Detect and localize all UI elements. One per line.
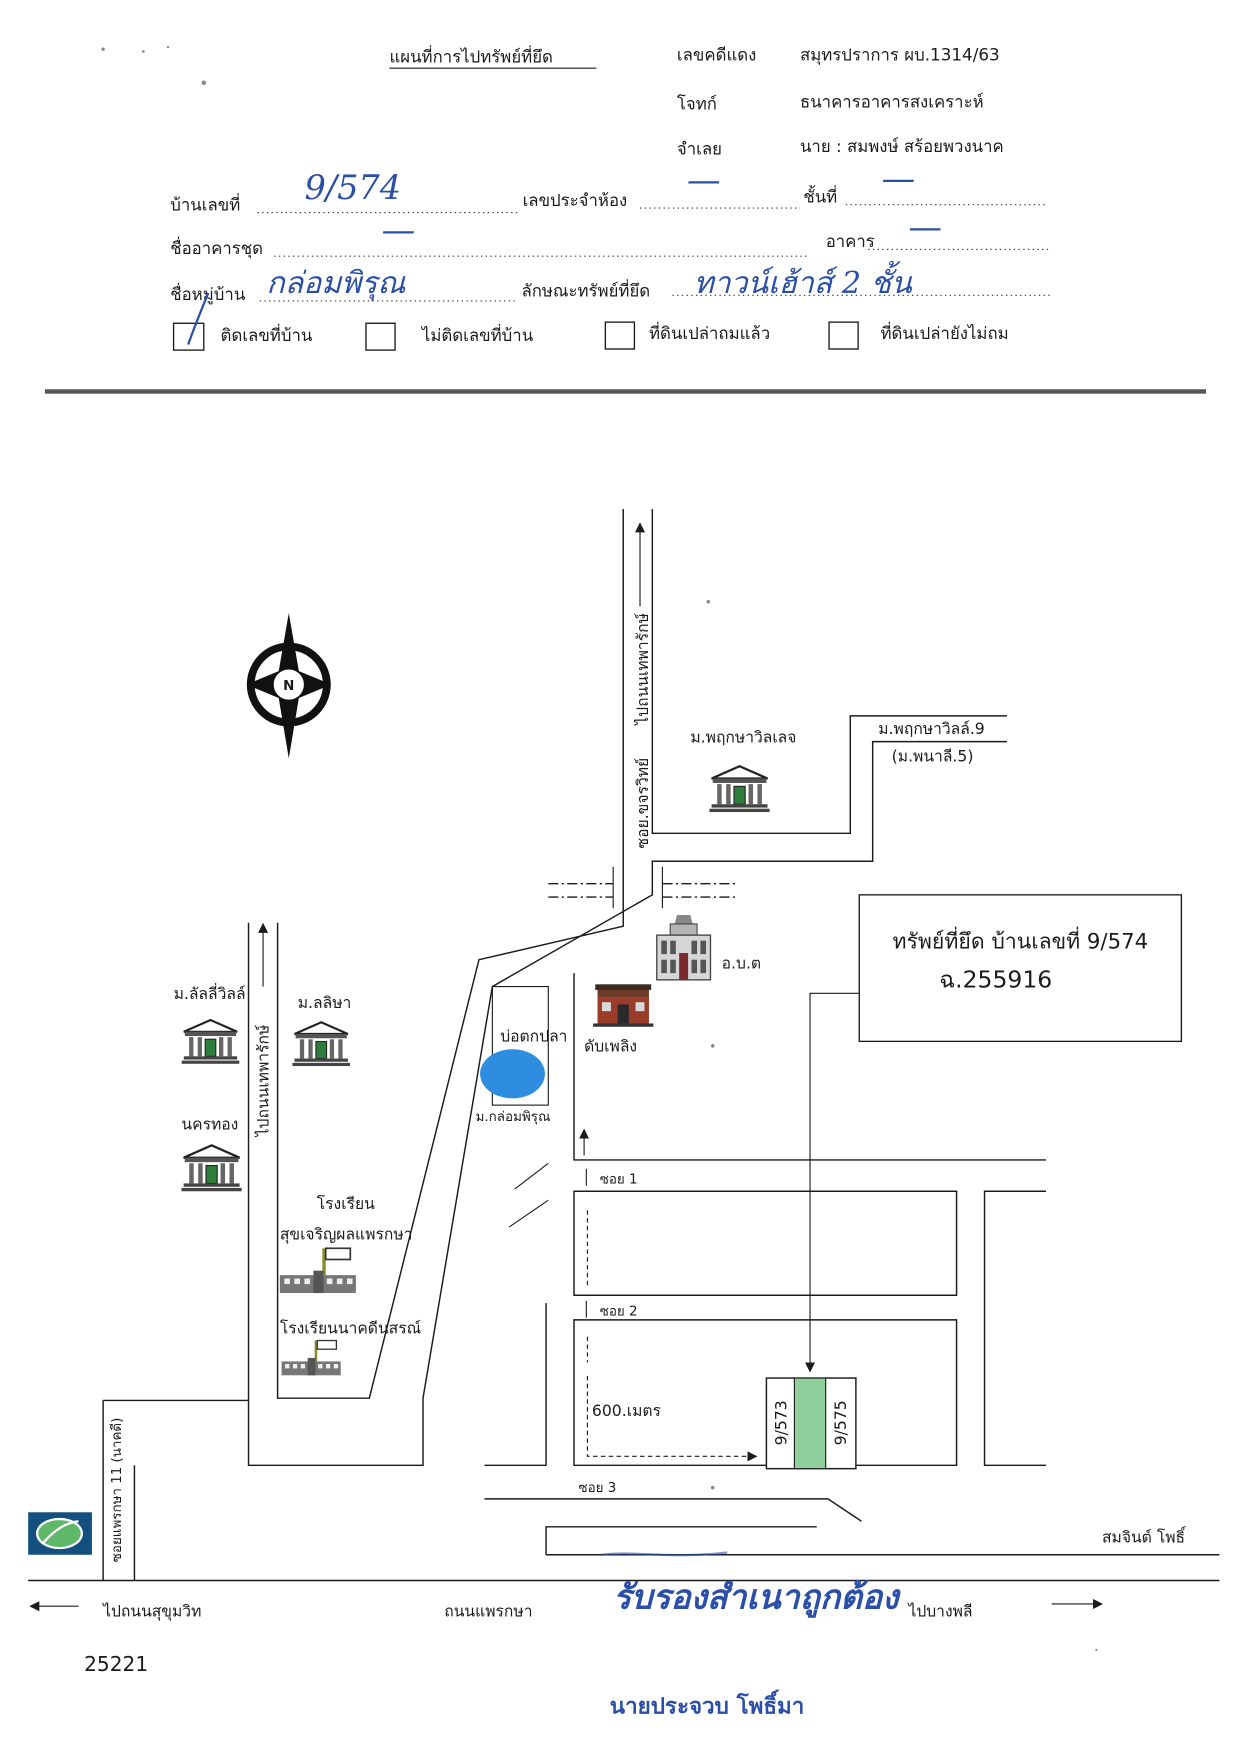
house-number-value: 9/574 [304, 168, 401, 207]
seized-property-deed: ฉ.255916 [939, 966, 1052, 994]
seized-property-pointer-arrow [805, 992, 860, 1373]
house-9-575-label: 9/575 [831, 1400, 850, 1445]
plaintiff-label: โจทก์ [677, 94, 717, 114]
soi-3-label: ซอย 3 [578, 1481, 616, 1496]
compass-rose-icon: N [246, 612, 332, 759]
distance-measure-line [586, 1375, 758, 1462]
property-type-label: ลักษณะทรัพย์ที่ยึด [521, 278, 650, 300]
to-thepharak-left-label: ไปถนนเทพารักษ์ [254, 1024, 273, 1138]
building-value: — [908, 207, 942, 246]
fire-station-label: ดับเพลิง [584, 1036, 637, 1055]
compass-north-letter: N [283, 679, 294, 694]
case-number-value: สมุทรปราการ ผบ.1314/63 [800, 44, 1000, 65]
seized-property-title: ทรัพย์ที่ยึด บ้านเลขที่ 9/574 [892, 927, 1148, 955]
lalisa-label: ม.ลลิษา [298, 993, 352, 1012]
distance-label: 600.เมตร [592, 1401, 661, 1420]
document-title: แผนที่การไปทรัพย์ที่ยึด [389, 45, 552, 67]
village-name-value: กล่อมพิรุณ [266, 266, 406, 301]
soi-praeksa-11-label: ซอยแพรกษา 11 (นาคดี) [109, 1418, 125, 1563]
case-number-label: เลขคดีแดง [677, 44, 756, 64]
seized-house-row: 9/573 9/575 [765, 1377, 857, 1470]
soi-khajonwit-label: ซอย.ขจรวิทย์ [633, 758, 652, 849]
road-junction-marks [508, 1162, 549, 1228]
crossing-ticks [612, 866, 663, 909]
floor-label: ชั้นที่ [803, 184, 837, 206]
defendant-label: จำเลย [677, 138, 722, 158]
sao-office-label: อ.บ.ต [722, 954, 761, 973]
klom-pirun-village-label: ม.กล่อมพิรุณ [476, 1110, 551, 1125]
property-form: บ้านเลขที่ 9/574 เลขประจำห้อง — ชั้นที่ … [170, 159, 1052, 351]
checkbox-label-filled-vacant-land: ที่ดินเปล่าถมแล้ว [649, 321, 770, 343]
block-east [983, 1190, 1047, 1467]
fishing-pond-label: บ่อตกปลา [500, 1026, 567, 1045]
signer-name: นายประจวบ โพธิ์มา [610, 1689, 804, 1720]
room-number-label: เลขประจำห้อง [523, 190, 628, 210]
to-thepharak-top-label: ไปถนนเทพารักษ์ [633, 613, 652, 727]
plaintiff-value: ธนาคารอาคารสงเคราะห์ [800, 91, 984, 111]
lanlee-ville-label: ม.ลัลลี่วิลล์ [174, 982, 246, 1003]
document-number: 25221 [84, 1652, 148, 1676]
checkbox-no-house-number [365, 322, 396, 351]
condo-name-label: ชื่ออาคารชุด [170, 236, 263, 259]
scan-noise [101, 45, 1098, 1651]
room-number-value: — [687, 160, 721, 199]
document-footer: รับรองสำเนาถูกต้อง 25221 นายประจวบ โพธิ์… [84, 1551, 901, 1720]
block-between-soi-2-and-3 [573, 1319, 958, 1467]
pruksa-ville-9-label: ม.พฤกษาวิลล์.9 [878, 719, 985, 738]
to-bangphli-label: ไปบางพลี [906, 1601, 972, 1620]
school-2-label: โรงเรียนนาคดีนสรณ์ [280, 1318, 421, 1337]
floor-value: — [882, 159, 916, 198]
praeksa-road-label: ถนนแพรกษา [444, 1601, 532, 1620]
bank-logo-icon [28, 1512, 92, 1555]
seized-property-box [858, 894, 1183, 1043]
house-9-573-label: 9/573 [772, 1400, 791, 1445]
block-between-soi-1-and-2 [573, 1190, 958, 1297]
defendant-value: นาย : สมพงษ์ สร้อยพวงนาค [800, 136, 1004, 156]
school-1-label: สุขเจริญผลแพรกษา [280, 1224, 413, 1244]
condo-name-value: — [382, 211, 416, 250]
building-label: อาคาร [826, 231, 875, 251]
fishing-pond-water [480, 1049, 545, 1099]
somjin-label: สมจินต์ โพธิ์ [1102, 1525, 1187, 1546]
klom-pirun-village-boundary [491, 985, 549, 1106]
panalee-5-label: (ม.พนาลี.5) [892, 747, 974, 766]
pruksa-village-label: ม.พฤกษาวิลเลจ [690, 728, 796, 747]
soi-1-label: ซอย 1 [600, 1172, 638, 1187]
document-header: แผนที่การไปทรัพย์ที่ยึด เลขคดีแดง สมุทรป… [389, 44, 1004, 158]
location-map: N ไปถนนเทพารักษ์ ซอย.ขจรวิทย์ [28, 508, 1220, 1621]
top-road-right-edge [651, 508, 1007, 835]
nakhon-thong-label: นครทอง [181, 1115, 238, 1134]
main-road-left-edge [276, 508, 624, 1399]
checkbox-label-no-house-number: ไม่ติดเลขที่บ้าน [420, 323, 534, 345]
house-number-label: บ้านเลขที่ [170, 192, 240, 214]
stamp-ink-stroke [601, 1551, 728, 1557]
fire-station-icon [593, 984, 654, 1027]
certified-copy-stamp: รับรองสำเนาถูกต้อง [613, 1576, 901, 1618]
header-divider [44, 389, 1207, 394]
soi-2-3-west-edge [484, 1303, 547, 1467]
checkbox-unfilled-vacant-land [828, 321, 859, 350]
checkbox-filled-vacant-land [604, 321, 636, 350]
checkbox-label-unfilled-vacant-land: ที่ดินเปล่ายังไม่ถม [881, 321, 1009, 343]
soi-3-bottom-edge [484, 1498, 862, 1522]
main-road-right-edge [247, 740, 1007, 1467]
school-heading-label: โรงเรียน [317, 1194, 375, 1213]
checkbox-label-house-number-posted: ติดเลขที่บ้าน [221, 323, 313, 345]
handwritten-check-mark [187, 292, 210, 345]
road-crossing-marks [548, 882, 737, 898]
soi-2-label: ซอย 2 [600, 1304, 638, 1319]
seized-house-highlight [793, 1377, 827, 1470]
to-sukhumvit-label: ไปถนนสุขุมวิท [101, 1601, 201, 1621]
soi-1-top-edge [573, 973, 1047, 1161]
property-type-value: ทาวน์เฮ้าส์ 2 ชั้น [694, 261, 913, 301]
checkbox-house-number-posted [172, 322, 205, 351]
